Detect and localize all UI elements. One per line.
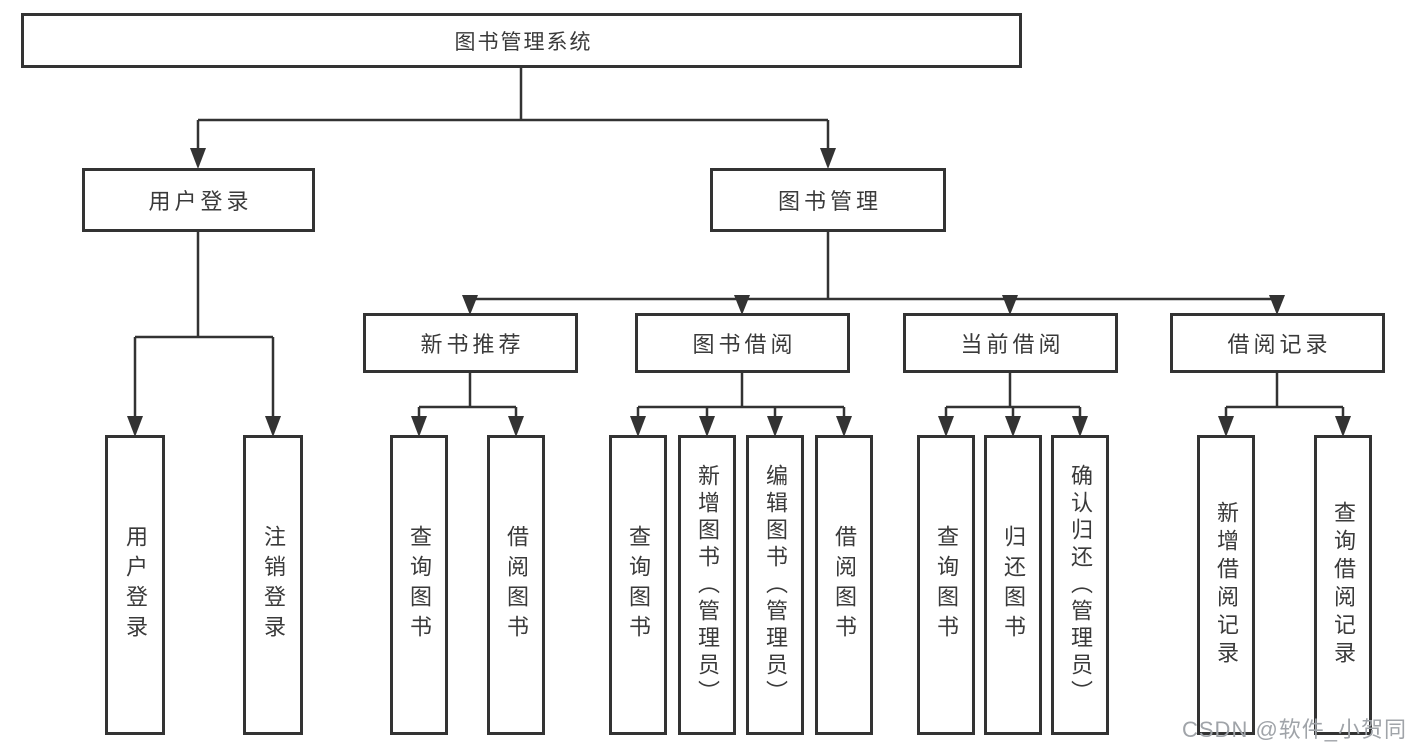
leaf-logout: 注销登录 [243,435,303,735]
node-book-borrowing: 图书借阅 [635,313,850,373]
leaf-return-book: 归还图书 [984,435,1042,735]
leaf-query-books-current: 查询图书 [917,435,975,735]
leaf-query-borrow-record: 查询借阅记录 [1314,435,1372,735]
node-user-login: 用户登录 [82,168,315,232]
leaf-confirm-return-admin: 确认归还（管理员） [1051,435,1109,735]
leaf-borrow-books-recommend: 借阅图书 [487,435,545,735]
leaf-query-books-borrow: 查询图书 [609,435,667,735]
leaf-user-login: 用户登录 [105,435,165,735]
leaf-query-books-recommend: 查询图书 [390,435,448,735]
leaf-add-book-admin: 新增图书（管理员） [678,435,736,735]
leaf-add-borrow-record: 新增借阅记录 [1197,435,1255,735]
node-borrowing-records: 借阅记录 [1170,313,1385,373]
node-library-system-root: 图书管理系统 [21,13,1022,68]
csdn-watermark: CSDN @软件_小贺同学 [1182,717,1405,742]
node-book-management: 图书管理 [710,168,946,232]
node-new-book-recommend: 新书推荐 [363,313,578,373]
leaf-borrow-books: 借阅图书 [815,435,873,735]
node-current-borrowing: 当前借阅 [903,313,1118,373]
leaf-edit-book-admin: 编辑图书（管理员） [746,435,804,735]
